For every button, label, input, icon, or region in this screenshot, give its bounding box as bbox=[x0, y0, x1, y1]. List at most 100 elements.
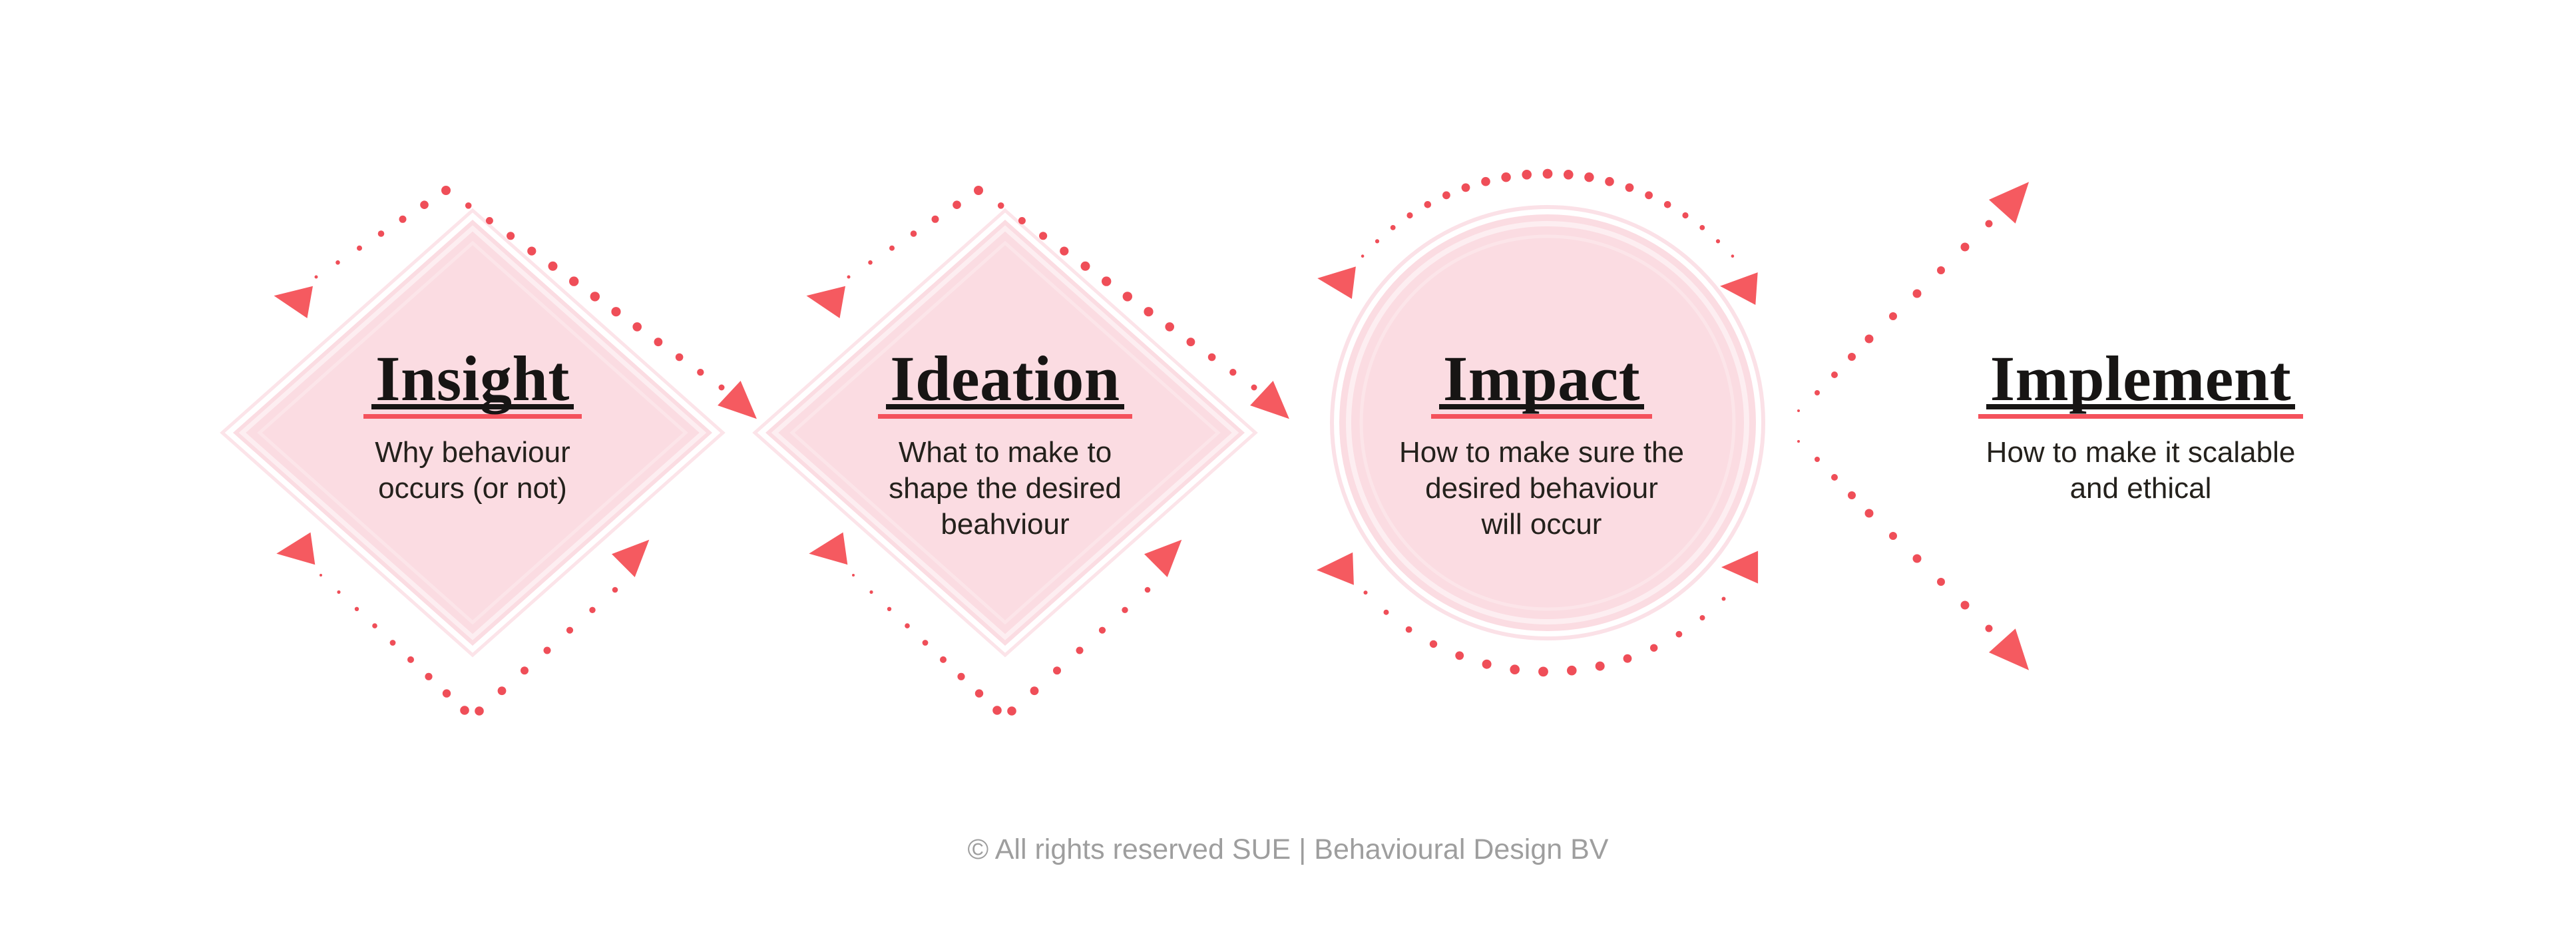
decor-dot bbox=[1251, 384, 1257, 391]
decor-dot bbox=[407, 656, 414, 663]
decor-dot bbox=[718, 384, 725, 391]
decor-dot bbox=[1937, 578, 1945, 586]
decor-dot bbox=[1797, 409, 1800, 412]
circle-decoration bbox=[1317, 168, 1765, 677]
title-underline-black bbox=[1438, 404, 1645, 409]
decor-dot bbox=[612, 586, 618, 593]
diamond-decoration bbox=[752, 186, 1289, 716]
stage-description: How to make sure the desired behaviour w… bbox=[1399, 436, 1684, 541]
decor-dot bbox=[1405, 626, 1412, 633]
decor-dot bbox=[1229, 369, 1237, 376]
decor-dot bbox=[372, 623, 377, 628]
decor-dot bbox=[1663, 201, 1671, 208]
stage-description: How to make it scalable and ethical bbox=[1986, 436, 2296, 505]
title-underline-red bbox=[1978, 414, 2304, 419]
decor-dot bbox=[889, 245, 895, 251]
decor-dot bbox=[931, 215, 939, 223]
decor-dot bbox=[992, 706, 1002, 715]
brush-stroke bbox=[1346, 221, 1749, 624]
arrowhead-icon bbox=[809, 532, 848, 565]
decor-dot bbox=[697, 369, 704, 376]
decor-dot bbox=[1889, 532, 1897, 540]
decor-dot bbox=[1715, 239, 1721, 244]
stage-text-implement: Implement How to make it scalable and et… bbox=[1801, 343, 2480, 507]
decor-dot bbox=[1122, 606, 1128, 613]
decor-dot bbox=[1424, 201, 1432, 208]
decor-dot bbox=[1053, 666, 1061, 675]
diamond-decoration bbox=[220, 186, 757, 716]
decor-dot bbox=[320, 574, 322, 577]
stage-impact: Impact How to make sure the desired beha… bbox=[1258, 113, 1844, 752]
decor-dot bbox=[1375, 239, 1380, 244]
stage-title: Implement bbox=[1990, 343, 2292, 414]
title-block: Impact bbox=[1430, 343, 1653, 419]
brush-stroke bbox=[771, 225, 1239, 640]
brush-stroke bbox=[1359, 234, 1736, 611]
decor-dot bbox=[485, 217, 493, 224]
circle-shape bbox=[1339, 214, 1756, 631]
dotted-flow-ring bbox=[274, 186, 757, 716]
decor-dot bbox=[389, 640, 396, 646]
decor-dot bbox=[957, 672, 965, 680]
decor-dot bbox=[1650, 644, 1658, 652]
decor-dot bbox=[1623, 654, 1632, 663]
decor-dot bbox=[974, 689, 984, 698]
decor-dot bbox=[497, 686, 507, 696]
title-underline-red bbox=[1430, 414, 1653, 419]
decor-dot bbox=[1645, 191, 1653, 200]
decor-dot bbox=[569, 276, 579, 286]
copyright-footer: © All rights reserved SUE | Behavioural … bbox=[967, 833, 1609, 865]
decor-dot bbox=[1605, 176, 1614, 186]
decor-dot bbox=[654, 338, 663, 347]
decor-dot bbox=[357, 245, 362, 251]
arrowhead-icon bbox=[612, 539, 650, 577]
decor-dot bbox=[527, 246, 537, 256]
decor-dot bbox=[1584, 172, 1594, 182]
stage-text-ideation: Ideation What to make to shape the desir… bbox=[712, 343, 1298, 543]
title-underline-red bbox=[363, 414, 582, 419]
arrowhead-icon bbox=[1317, 552, 1354, 585]
stage-title: Impact bbox=[1442, 343, 1641, 414]
decor-dot bbox=[1831, 371, 1838, 378]
decor-dot bbox=[1080, 261, 1090, 271]
decor-dot bbox=[1455, 651, 1464, 660]
diamond-shape bbox=[233, 220, 712, 646]
diamond-shape bbox=[765, 220, 1245, 646]
stage-description: Why behaviour occurs (or not) bbox=[375, 436, 570, 505]
decor-dot bbox=[1429, 640, 1438, 648]
decor-dot bbox=[521, 666, 529, 675]
decor-dot bbox=[1007, 706, 1016, 716]
arrowhead-icon bbox=[718, 381, 757, 419]
decor-dot bbox=[1018, 217, 1026, 224]
decor-dot bbox=[1937, 266, 1945, 274]
decor-dot bbox=[868, 260, 873, 265]
decor-dot bbox=[1831, 474, 1838, 481]
arrowhead-icon bbox=[1720, 272, 1758, 305]
arrowhead-icon bbox=[1989, 628, 2030, 670]
decor-dot bbox=[507, 232, 515, 240]
decor-dot bbox=[442, 689, 451, 698]
title-block: Ideation bbox=[878, 343, 1132, 419]
decor-dot bbox=[1207, 353, 1216, 361]
decor-dot bbox=[1699, 225, 1705, 230]
decor-dot bbox=[1564, 170, 1574, 180]
decor-dot bbox=[445, 188, 450, 193]
stage-title: Insight bbox=[375, 343, 570, 414]
stage-insight: Insight Why behaviour occurs (or not) bbox=[180, 113, 765, 752]
arrowhead-icon bbox=[806, 286, 845, 318]
decor-dot bbox=[922, 640, 929, 646]
decor-dot bbox=[997, 202, 1004, 209]
decor-dot bbox=[1682, 212, 1689, 219]
arrowhead-icon bbox=[1317, 266, 1356, 299]
decor-dot bbox=[977, 188, 982, 193]
decor-dot bbox=[1985, 624, 1993, 632]
decor-dot bbox=[1797, 440, 1800, 443]
decor-dot bbox=[1595, 661, 1605, 671]
decor-dot bbox=[1912, 289, 1922, 298]
decor-dot bbox=[1076, 646, 1084, 654]
decor-dot bbox=[1390, 225, 1396, 230]
stage-description: What to make to shape the desired beahvi… bbox=[889, 436, 1122, 541]
stage-text-insight: Insight Why behaviour occurs (or not) bbox=[180, 343, 765, 507]
diamond-sketch-outline bbox=[220, 208, 726, 658]
decor-dot bbox=[1361, 254, 1365, 258]
